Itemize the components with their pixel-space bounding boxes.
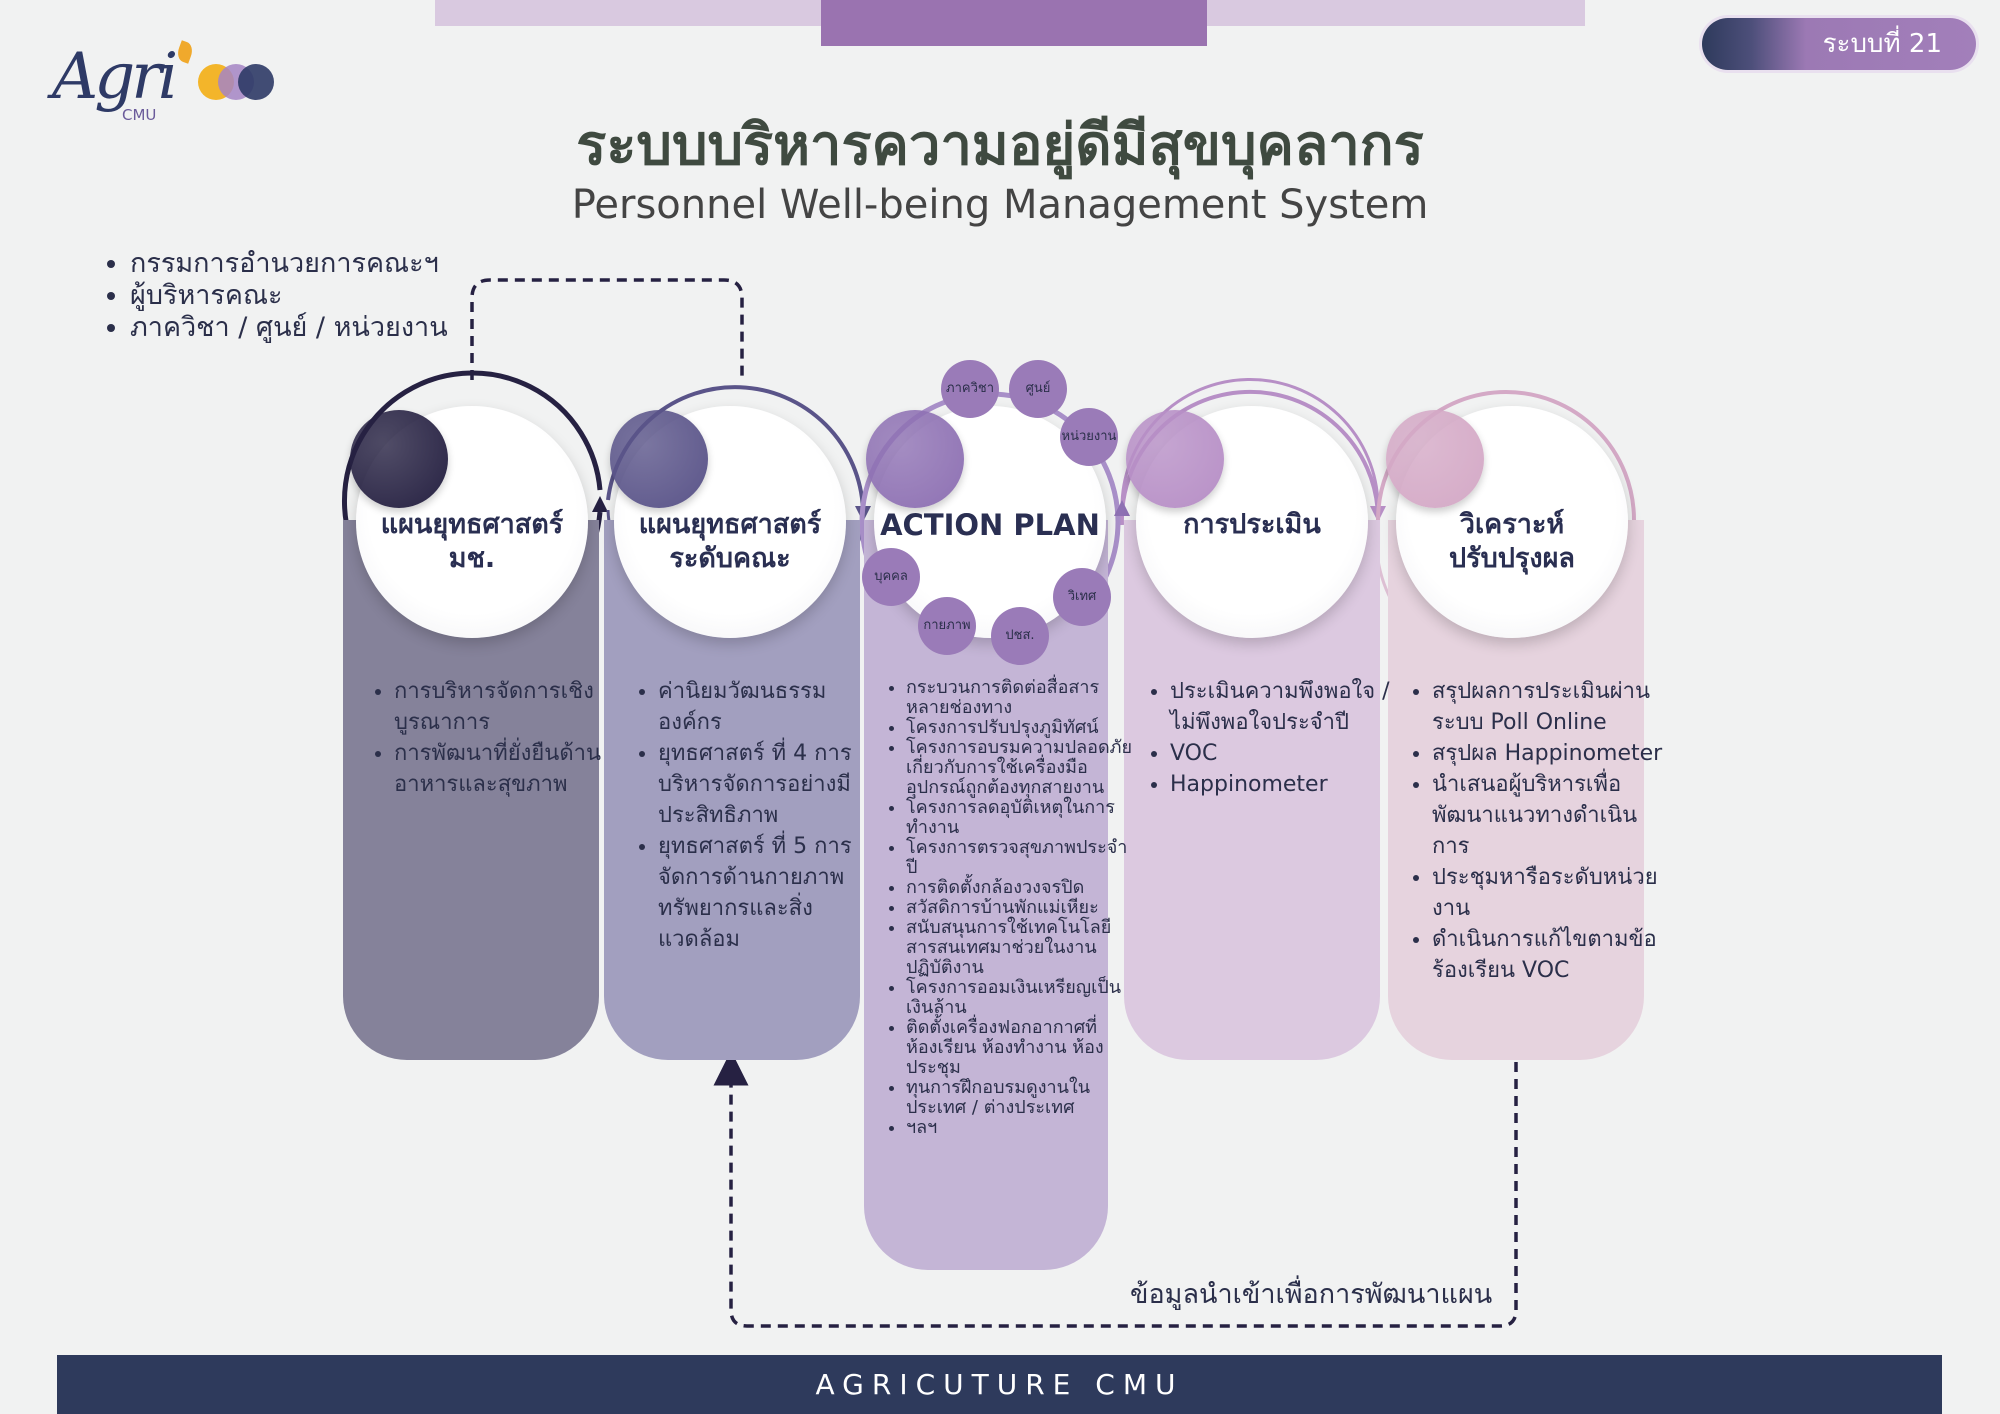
agri-cmu-logo: Agri CMU	[52, 40, 282, 140]
list-item: ทุนการฝึกอบรมดูงานในประเทศ / ต่างประเทศ	[906, 1078, 1136, 1118]
accent-circle	[1386, 410, 1484, 508]
list-item: โครงการลดอุบัติเหตุในการทำงาน	[906, 798, 1136, 838]
column-title: วิเคราะห์ ปรับปรุงผล	[1449, 509, 1575, 574]
top-dashed-link	[470, 278, 744, 380]
list-item: สนับสนุนการใช้เทคโนโลยีสารสนเทศมาช่วยในง…	[906, 918, 1136, 978]
top-decor-bar-accent	[821, 0, 1207, 46]
list-item: โครงการออมเงินเหรียญเป็นเงินล้าน	[906, 978, 1136, 1018]
column-title: แผนยุทธศาสตร์ มช.	[380, 509, 564, 574]
satellite-department: ภาควิชา	[941, 360, 999, 418]
column-list: สรุปผลการประเมินผ่านระบบ Poll Online สรุ…	[1388, 676, 1672, 986]
list-item: สรุปผล Happinometer	[1432, 738, 1672, 769]
column-title: การประเมิน	[1183, 509, 1321, 540]
accent-circle	[350, 410, 448, 508]
arrow-up-icon	[1114, 500, 1130, 516]
logo-wordmark: Agri	[52, 40, 178, 114]
list-item: โครงการตรวจสุขภาพประจำปี	[906, 838, 1136, 878]
logo-cmu-text: CMU	[122, 106, 157, 124]
satellite-international: วิเทศ	[1053, 568, 1111, 626]
satellite-pr: ปชส.	[991, 607, 1049, 665]
satellite-personnel: บุคคล	[862, 548, 920, 606]
list-item: การพัฒนาที่ยั่งยืนด้านอาหารและสุขภาพ	[394, 738, 624, 800]
column-panel-action-plan	[864, 520, 1108, 1270]
list-item: ค่านิยมวัฒนธรรมองค์กร	[658, 676, 888, 738]
satellite-unit: หน่วยงาน	[1060, 408, 1118, 466]
page-subtitle: Personnel Well-being Management System	[571, 182, 1429, 228]
column-title: ACTION PLAN	[880, 508, 1100, 542]
stakeholder-list: กรรมการอำนวยการคณะฯ ผู้บริหารคณะ ภาควิชา…	[100, 248, 448, 344]
list-item: ฯลฯ	[906, 1118, 1136, 1138]
list-item: การติดตั้งกล้องวงจรปิด	[906, 878, 1136, 898]
list-item: ผู้บริหารคณะ	[130, 280, 448, 312]
list-item: การบริหารจัดการเชิงบูรณาการ	[394, 676, 624, 738]
feedback-label: ข้อมูลนำเข้าเพื่อการพัฒนาแผน	[1130, 1279, 1493, 1310]
satellite-center: ศูนย์	[1009, 360, 1067, 418]
list-item: Happinometer	[1170, 769, 1400, 800]
list-item: ภาควิชา / ศูนย์ / หน่วยงาน	[130, 312, 448, 344]
list-item: สวัสดิการบ้านพักแม่เหียะ	[906, 898, 1136, 918]
list-item: นำเสนอผู้บริหารเพื่อพัฒนาแนวทางดำเนินการ	[1432, 769, 1672, 862]
column-title: แผนยุทธศาสตร์ ระดับคณะ	[638, 509, 822, 574]
column-list: ประเมินความพึงพอใจ / ไม่พึงพอใจประจำปี V…	[1126, 676, 1400, 800]
list-item: ยุทธศาสตร์ ที่ 4 การบริหารจัดการอย่างมีป…	[658, 738, 888, 831]
list-item: โครงการอบรมความปลอดภัยเกี่ยวกับการใช้เคร…	[906, 738, 1136, 798]
list-item: กระบวนการติดต่อสื่อสารหลายช่องทาง	[906, 678, 1136, 718]
column-list: การบริหารจัดการเชิงบูรณาการ การพัฒนาที่ย…	[350, 676, 624, 800]
list-item: กรรมการอำนวยการคณะฯ	[130, 248, 448, 280]
accent-circle	[610, 410, 708, 508]
list-item: ประชุมหารือระดับหน่วยงาน	[1432, 862, 1672, 924]
list-item: VOC	[1170, 738, 1400, 769]
satellite-physical: กายภาพ	[918, 597, 976, 655]
list-item: สรุปผลการประเมินผ่านระบบ Poll Online	[1432, 676, 1672, 738]
list-item: ติดตั้งเครื่องฟอกอากาศที่ห้องเรียน ห้องท…	[906, 1018, 1136, 1078]
list-item: ประเมินความพึงพอใจ / ไม่พึงพอใจประจำปี	[1170, 676, 1400, 738]
arrow-up-icon	[592, 496, 608, 512]
accent-circle	[1126, 410, 1224, 508]
column-list: ค่านิยมวัฒนธรรมองค์กร ยุทธศาสตร์ ที่ 4 ก…	[614, 676, 888, 955]
list-item: ดำเนินการแก้ไขตามข้อร้องเรียน VOC	[1432, 924, 1672, 986]
list-item: โครงการปรับปรุงภูมิทัศน์	[906, 718, 1136, 738]
column-list: กระบวนการติดต่อสื่อสารหลายช่องทาง โครงกา…	[866, 678, 1136, 1138]
system-number-badge: ระบบที่ 21	[1702, 18, 1976, 70]
list-item: ยุทธศาสตร์ ที่ 5 การจัดการด้านกายภาพทรัพ…	[658, 831, 888, 955]
footer-bar: AGRICUTURE CMU	[57, 1355, 1942, 1414]
page-title: ระบบบริหารความอยู่ดีมีสุขบุคลากร	[576, 113, 1424, 178]
accent-circle	[866, 410, 964, 508]
logo-dot-icon	[238, 64, 274, 100]
feedback-dashed-loop	[713, 1050, 1518, 1328]
